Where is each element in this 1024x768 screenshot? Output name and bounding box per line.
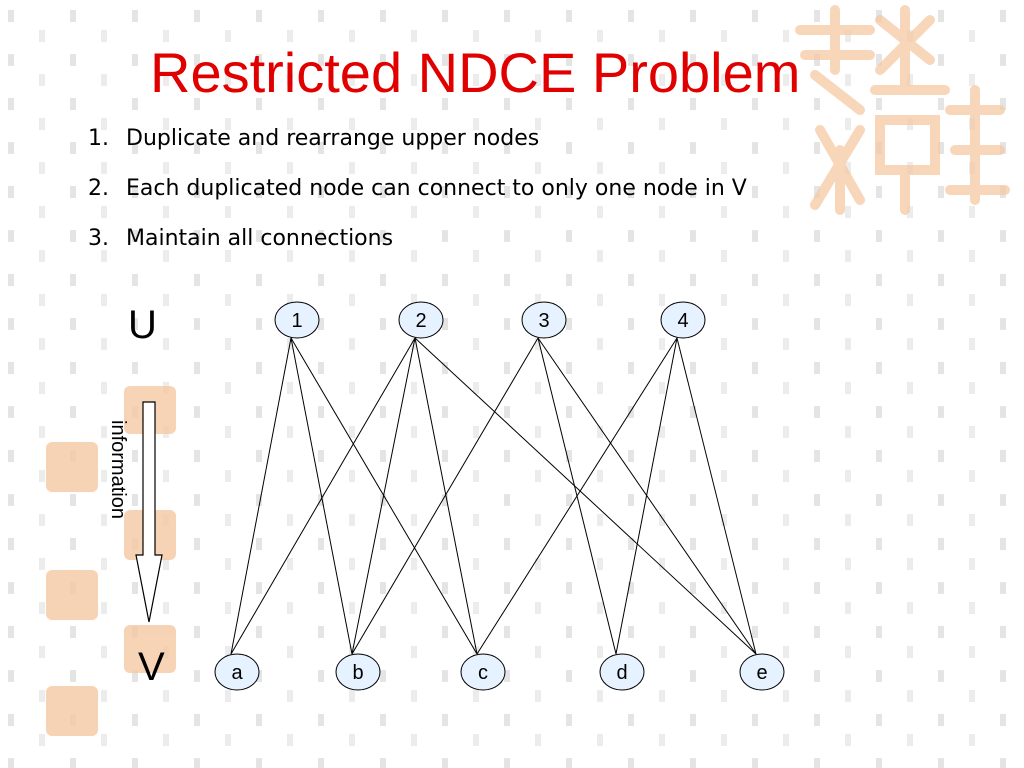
list-item: 3. Maintain all connections <box>88 226 747 276</box>
edge-1-a <box>230 337 292 655</box>
list-item: 1. Duplicate and rearrange upper nodes <box>88 126 747 176</box>
lower-node-label: e <box>756 662 767 684</box>
lower-node-label: a <box>231 662 243 684</box>
upper-node-shape <box>398 301 444 339</box>
lower-node-label: c <box>478 662 488 684</box>
lower-node-shape <box>214 653 260 691</box>
lower-set-label: V <box>138 645 165 689</box>
edge-3-b <box>351 337 539 655</box>
edge-2-c <box>414 337 478 655</box>
small-seal-watermarks <box>46 386 176 736</box>
edge-4-d <box>615 337 678 655</box>
numbered-list: 1. Duplicate and rearrange upper nodes 2.… <box>88 126 747 276</box>
upper-node-shape <box>660 301 706 339</box>
lower-node-label: b <box>352 662 363 684</box>
edge-2-a <box>230 337 416 655</box>
lower-node-shape <box>599 653 645 691</box>
node-group: 1 2 3 4 a b c d e <box>214 301 785 691</box>
information-arrow <box>135 401 163 623</box>
upper-node-shape <box>274 301 320 339</box>
upper-node-2: 2 <box>398 301 444 339</box>
upper-node-label: 2 <box>415 310 426 332</box>
lower-node-label: d <box>616 662 627 684</box>
edge-2-e <box>414 337 757 655</box>
upper-node-3: 3 <box>521 301 567 339</box>
edge-4-e <box>676 337 757 655</box>
list-item-number: 3. <box>88 226 109 251</box>
upper-set-label: U <box>128 303 157 347</box>
lower-node-c: c <box>460 653 506 691</box>
information-label: information <box>107 420 129 519</box>
list-item-text: Duplicate and rearrange upper nodes <box>126 126 540 151</box>
upper-node-label: 1 <box>291 310 302 332</box>
upper-node-label: 4 <box>677 310 688 332</box>
upper-node-shape <box>521 301 567 339</box>
list-item: 2. Each duplicated node can connect to on… <box>88 176 747 226</box>
upper-node-label: 3 <box>538 310 549 332</box>
list-item-number: 2. <box>88 176 109 201</box>
edge-group <box>230 337 757 655</box>
edge-2-b <box>351 337 416 655</box>
lower-node-b: b <box>335 653 381 691</box>
large-seal-watermark <box>795 5 1010 215</box>
lower-node-shape <box>335 653 381 691</box>
lower-node-d: d <box>599 653 645 691</box>
list-item-number: 1. <box>88 126 109 151</box>
lower-node-shape <box>739 653 785 691</box>
edge-1-b <box>290 337 353 655</box>
upper-node-4: 4 <box>660 301 706 339</box>
upper-node-1: 1 <box>274 301 320 339</box>
edge-4-c <box>476 337 678 655</box>
lower-node-e: e <box>739 653 785 691</box>
slide-title: Restricted NDCE Problem <box>150 41 801 104</box>
list-item-text: Maintain all connections <box>126 226 394 251</box>
lower-node-shape <box>460 653 506 691</box>
lower-node-a: a <box>214 653 260 691</box>
list-item-text: Each duplicated node can connect to only… <box>126 176 747 201</box>
